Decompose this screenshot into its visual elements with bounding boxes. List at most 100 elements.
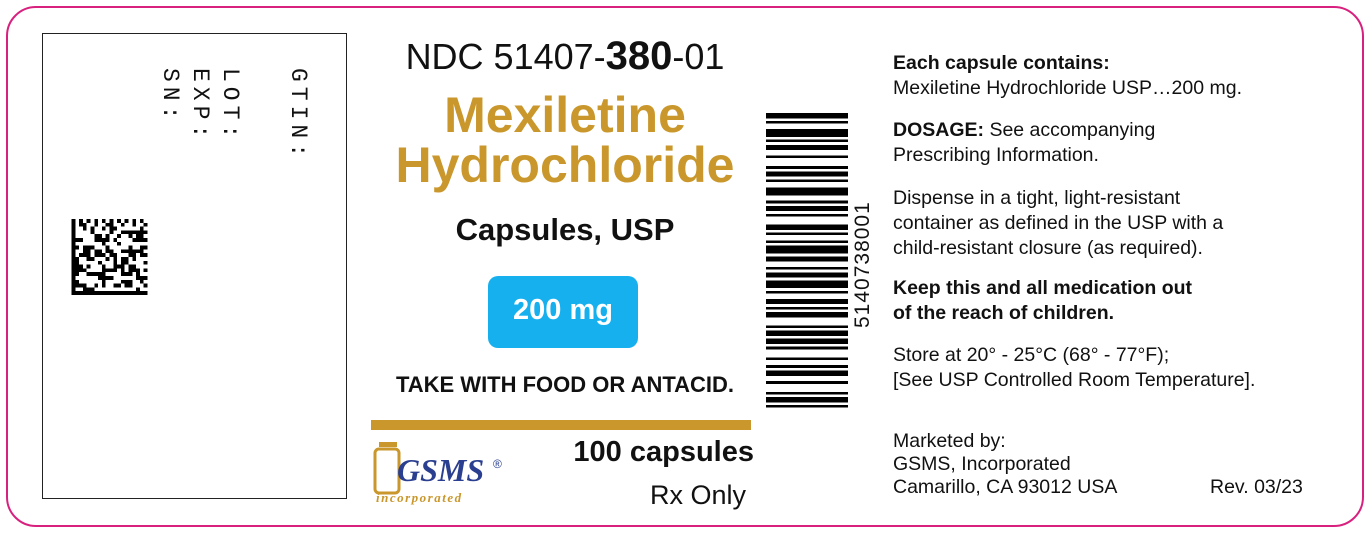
datamatrix-module (71, 291, 76, 295)
datamatrix-module (109, 268, 114, 273)
datamatrix-module (109, 253, 114, 257)
datamatrix-module (128, 234, 133, 238)
datamatrix-module (86, 249, 91, 254)
marketed-by: Marketed by: (893, 430, 1006, 452)
lot-label: LOT: (217, 68, 243, 144)
dosage-form: Capsules, USP (455, 212, 675, 247)
datamatrix-module (71, 219, 76, 223)
datamatrix-module (139, 230, 144, 235)
marketer-address: Camarillo, CA 93012 USA (893, 476, 1118, 498)
datamatrix-module (139, 279, 144, 284)
datamatrix-module (109, 230, 114, 235)
datamatrix-module (139, 245, 144, 250)
datamatrix-module (128, 272, 133, 276)
datamatrix-module (132, 238, 137, 242)
datamatrix-module (86, 264, 91, 269)
datamatrix-module (71, 234, 76, 238)
barcode-bar (766, 346, 848, 350)
barcode-bar (766, 224, 848, 230)
datamatrix-module (139, 234, 144, 238)
datamatrix-module (105, 238, 110, 242)
datamatrix-module (128, 245, 133, 250)
datamatrix-module (71, 245, 76, 250)
datamatrix-module (101, 238, 106, 242)
barcode-bar (766, 245, 848, 254)
datamatrix-module (86, 245, 91, 250)
dosage-text-1: See accompanying (989, 119, 1156, 141)
datamatrix-module (109, 249, 114, 254)
marketer-name: GSMS, Incorporated (893, 453, 1071, 475)
datamatrix-module (86, 287, 91, 292)
datamatrix-module (124, 230, 129, 235)
datamatrix-module (82, 287, 87, 292)
barcode-bar (766, 357, 848, 360)
ndc-number: NDC 51407-380-01 (360, 34, 770, 79)
datamatrix-module (94, 283, 99, 288)
datamatrix-module (120, 257, 125, 261)
datamatrix-module (117, 219, 121, 223)
datamatrix-module (105, 245, 110, 250)
datamatrix-module (101, 291, 106, 295)
dispense-line1: Dispense in a tight, light-resistant (893, 187, 1181, 209)
logo-tagline: incorporated (376, 490, 463, 505)
datamatrix-module (82, 253, 87, 257)
datamatrix-module (71, 257, 76, 261)
datamatrix-module (124, 257, 129, 261)
datamatrix-module (101, 264, 106, 269)
datamatrix-module (75, 291, 80, 295)
keep-away-line1: Keep this and all medication out (893, 277, 1193, 299)
datamatrix-module (143, 268, 148, 273)
datamatrix-module (94, 249, 99, 254)
datamatrix-module (139, 219, 144, 223)
datamatrix-module (90, 257, 95, 261)
datamatrix-module (71, 222, 76, 227)
rx-only: Rx Only (649, 480, 746, 510)
datamatrix-module (98, 291, 102, 295)
datamatrix-module (71, 226, 76, 231)
datamatrix-module (128, 230, 133, 235)
barcode-bar (766, 312, 848, 318)
datamatrix-module (71, 276, 76, 280)
barcode-bar (766, 272, 848, 278)
barcode-bar (766, 370, 848, 376)
datamatrix-module (120, 222, 125, 227)
barcode-bar (766, 266, 848, 270)
datamatrix-module (113, 264, 118, 269)
datamatrix-module (90, 287, 95, 292)
barcode-bar (766, 120, 848, 124)
datamatrix-module (132, 222, 137, 227)
datamatrix-module (124, 272, 129, 276)
barcode-bar (766, 232, 848, 236)
datamatrix-module (101, 219, 106, 223)
datamatrix-module (113, 260, 118, 265)
datamatrix-module (75, 264, 80, 269)
datamatrix-module (105, 222, 110, 227)
datamatrix-module (132, 249, 137, 254)
datamatrix-module (124, 249, 129, 254)
datamatrix-module (71, 241, 76, 246)
dispense-line3: child-resistant closure (as required). (893, 237, 1203, 259)
label-border (6, 6, 1364, 527)
datamatrix-module (109, 219, 114, 223)
datamatrix-module (124, 291, 129, 295)
barcode-bar (766, 381, 848, 384)
datamatrix-module (71, 279, 76, 284)
datamatrix-module (71, 272, 76, 276)
datamatrix-module (75, 272, 80, 276)
barcode-bar (766, 113, 848, 119)
datamatrix-module (98, 234, 102, 238)
datamatrix-module (113, 226, 118, 231)
datamatrix-module (143, 238, 148, 242)
datamatrix-module (128, 283, 133, 288)
datamatrix-module (75, 257, 80, 261)
datamatrix-module (120, 268, 125, 273)
datamatrix-module (94, 238, 99, 242)
datamatrix-module (143, 283, 148, 288)
datamatrix-module (75, 238, 80, 242)
barcode-icon (766, 113, 848, 408)
dispense-line2: container as defined in the USP with a (893, 212, 1224, 234)
datamatrix-module (79, 238, 83, 242)
logo-brand: GSMS (397, 452, 484, 488)
datamatrix-module (143, 276, 148, 280)
datamatrix-module (98, 253, 102, 257)
